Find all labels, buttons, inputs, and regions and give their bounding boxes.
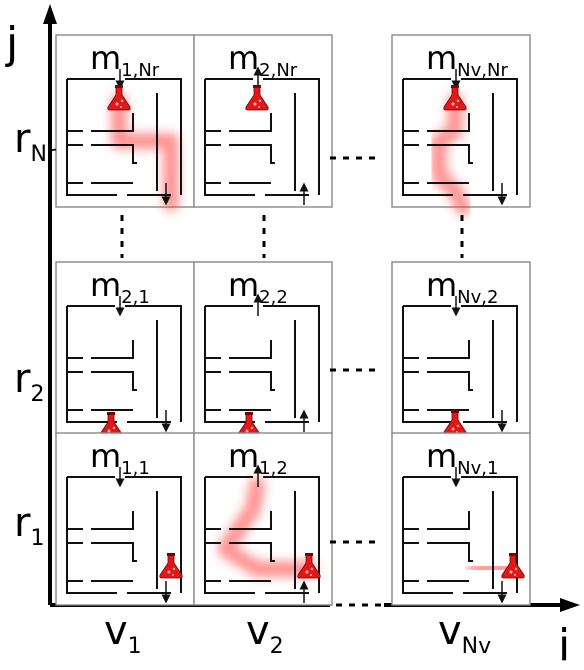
x-tick-label-sub: 2 xyxy=(270,634,284,659)
cell-frame xyxy=(55,261,195,435)
maze-walls xyxy=(66,476,182,594)
maze-cell: mNv,2 xyxy=(391,261,531,452)
flask-icon xyxy=(245,85,269,111)
cell-label-base: m xyxy=(228,39,259,77)
maze-walls xyxy=(204,305,320,423)
cell-label-base: m xyxy=(90,266,121,304)
row-ellipses xyxy=(120,215,464,258)
cell-label: mNv,2 xyxy=(426,266,498,308)
maze-cell: m1,Nr xyxy=(55,34,195,211)
cell-label: m1,2 xyxy=(228,437,288,479)
cell-label: mNv,Nr xyxy=(426,39,508,81)
y-tick-label-sub: Nr xyxy=(30,142,56,167)
maze-walls xyxy=(66,78,182,196)
x-tick-label-base: v xyxy=(104,608,128,654)
y-tick-label-sub: 2 xyxy=(30,382,44,407)
maze-cell: mNv,1 xyxy=(391,432,531,606)
cell-label: m2,1 xyxy=(90,266,150,308)
x-tick-label-sub: 1 xyxy=(128,634,142,659)
x-tick-label: v1 xyxy=(104,608,142,659)
cell-frame xyxy=(391,261,531,435)
trail xyxy=(111,93,179,211)
maze-walls xyxy=(204,78,320,196)
y-tick-label-base: r xyxy=(14,356,31,402)
maze-walls xyxy=(66,305,182,423)
cell-label-sub: 2,2 xyxy=(259,287,288,308)
cell-label: m1,1 xyxy=(90,437,150,479)
flask-icon xyxy=(159,553,183,579)
y-tick-label-base: r xyxy=(14,116,31,162)
cell-label: m1,Nr xyxy=(90,39,160,81)
cell-label-base: m xyxy=(90,437,121,475)
flask-icon xyxy=(107,85,131,111)
trail xyxy=(467,559,515,577)
trail xyxy=(431,93,471,215)
cell-label-sub: 1,Nr xyxy=(121,60,160,81)
cell-label-base: m xyxy=(426,39,457,77)
maze-walls xyxy=(402,305,518,423)
x-tick-label-sub: Nv xyxy=(462,634,491,659)
cell-label-sub: 2,Nr xyxy=(259,60,298,81)
x-tick-label-base: v xyxy=(438,608,462,654)
y-axis-arrowhead xyxy=(43,4,57,24)
y-tick-label: rNr xyxy=(14,116,57,167)
x-tick-label: v2 xyxy=(246,608,284,659)
maze-cell: m1,2 xyxy=(193,432,333,606)
cell-label-sub: Nv,2 xyxy=(457,287,498,308)
flask-icon xyxy=(501,553,525,579)
x-tick-label-base: v xyxy=(246,608,270,654)
x-axis-arrowhead xyxy=(560,598,580,612)
cell-label-base: m xyxy=(426,437,457,475)
maze-cell: m1,1 xyxy=(55,432,195,623)
cell-label-sub: 1,1 xyxy=(121,458,150,479)
cell-label: mNv,1 xyxy=(426,437,498,479)
cell-label-base: m xyxy=(228,437,259,475)
maze-walls xyxy=(402,476,518,594)
cell-label-sub: 2,1 xyxy=(121,287,150,308)
maze-cell: mNv,Nr xyxy=(391,34,531,215)
cell-label: m2,Nr xyxy=(228,39,298,81)
cell-label-sub: 1,2 xyxy=(259,458,288,479)
y-tick-label: r2 xyxy=(14,356,44,407)
y-tick-label-sub: 1 xyxy=(30,526,44,551)
column-ellipses xyxy=(330,156,380,544)
y-tick-label: r1 xyxy=(14,500,44,551)
cell-frame xyxy=(193,261,333,435)
maze-walls xyxy=(204,476,320,594)
maze-cell: m2,1 xyxy=(55,261,195,438)
cell-label-base: m xyxy=(228,266,259,304)
cell-label-base: m xyxy=(90,39,121,77)
y-axis-label: j xyxy=(5,18,18,69)
cell-label-sub: Nv,Nr xyxy=(457,60,508,81)
cell-label-base: m xyxy=(426,266,457,304)
trail xyxy=(217,477,317,577)
x-tick-label: vNv xyxy=(438,608,491,659)
x-axis-label: i xyxy=(558,620,570,670)
maze-cell: m2,Nr xyxy=(193,34,333,208)
maze-cell: m2,2 xyxy=(193,261,333,438)
maze-walls xyxy=(402,78,518,196)
cell-label-sub: Nv,1 xyxy=(457,458,498,479)
flask-icon xyxy=(443,85,467,111)
cell-frame xyxy=(193,34,333,208)
flask-icon xyxy=(297,553,321,579)
y-tick-label-base: r xyxy=(14,500,31,546)
